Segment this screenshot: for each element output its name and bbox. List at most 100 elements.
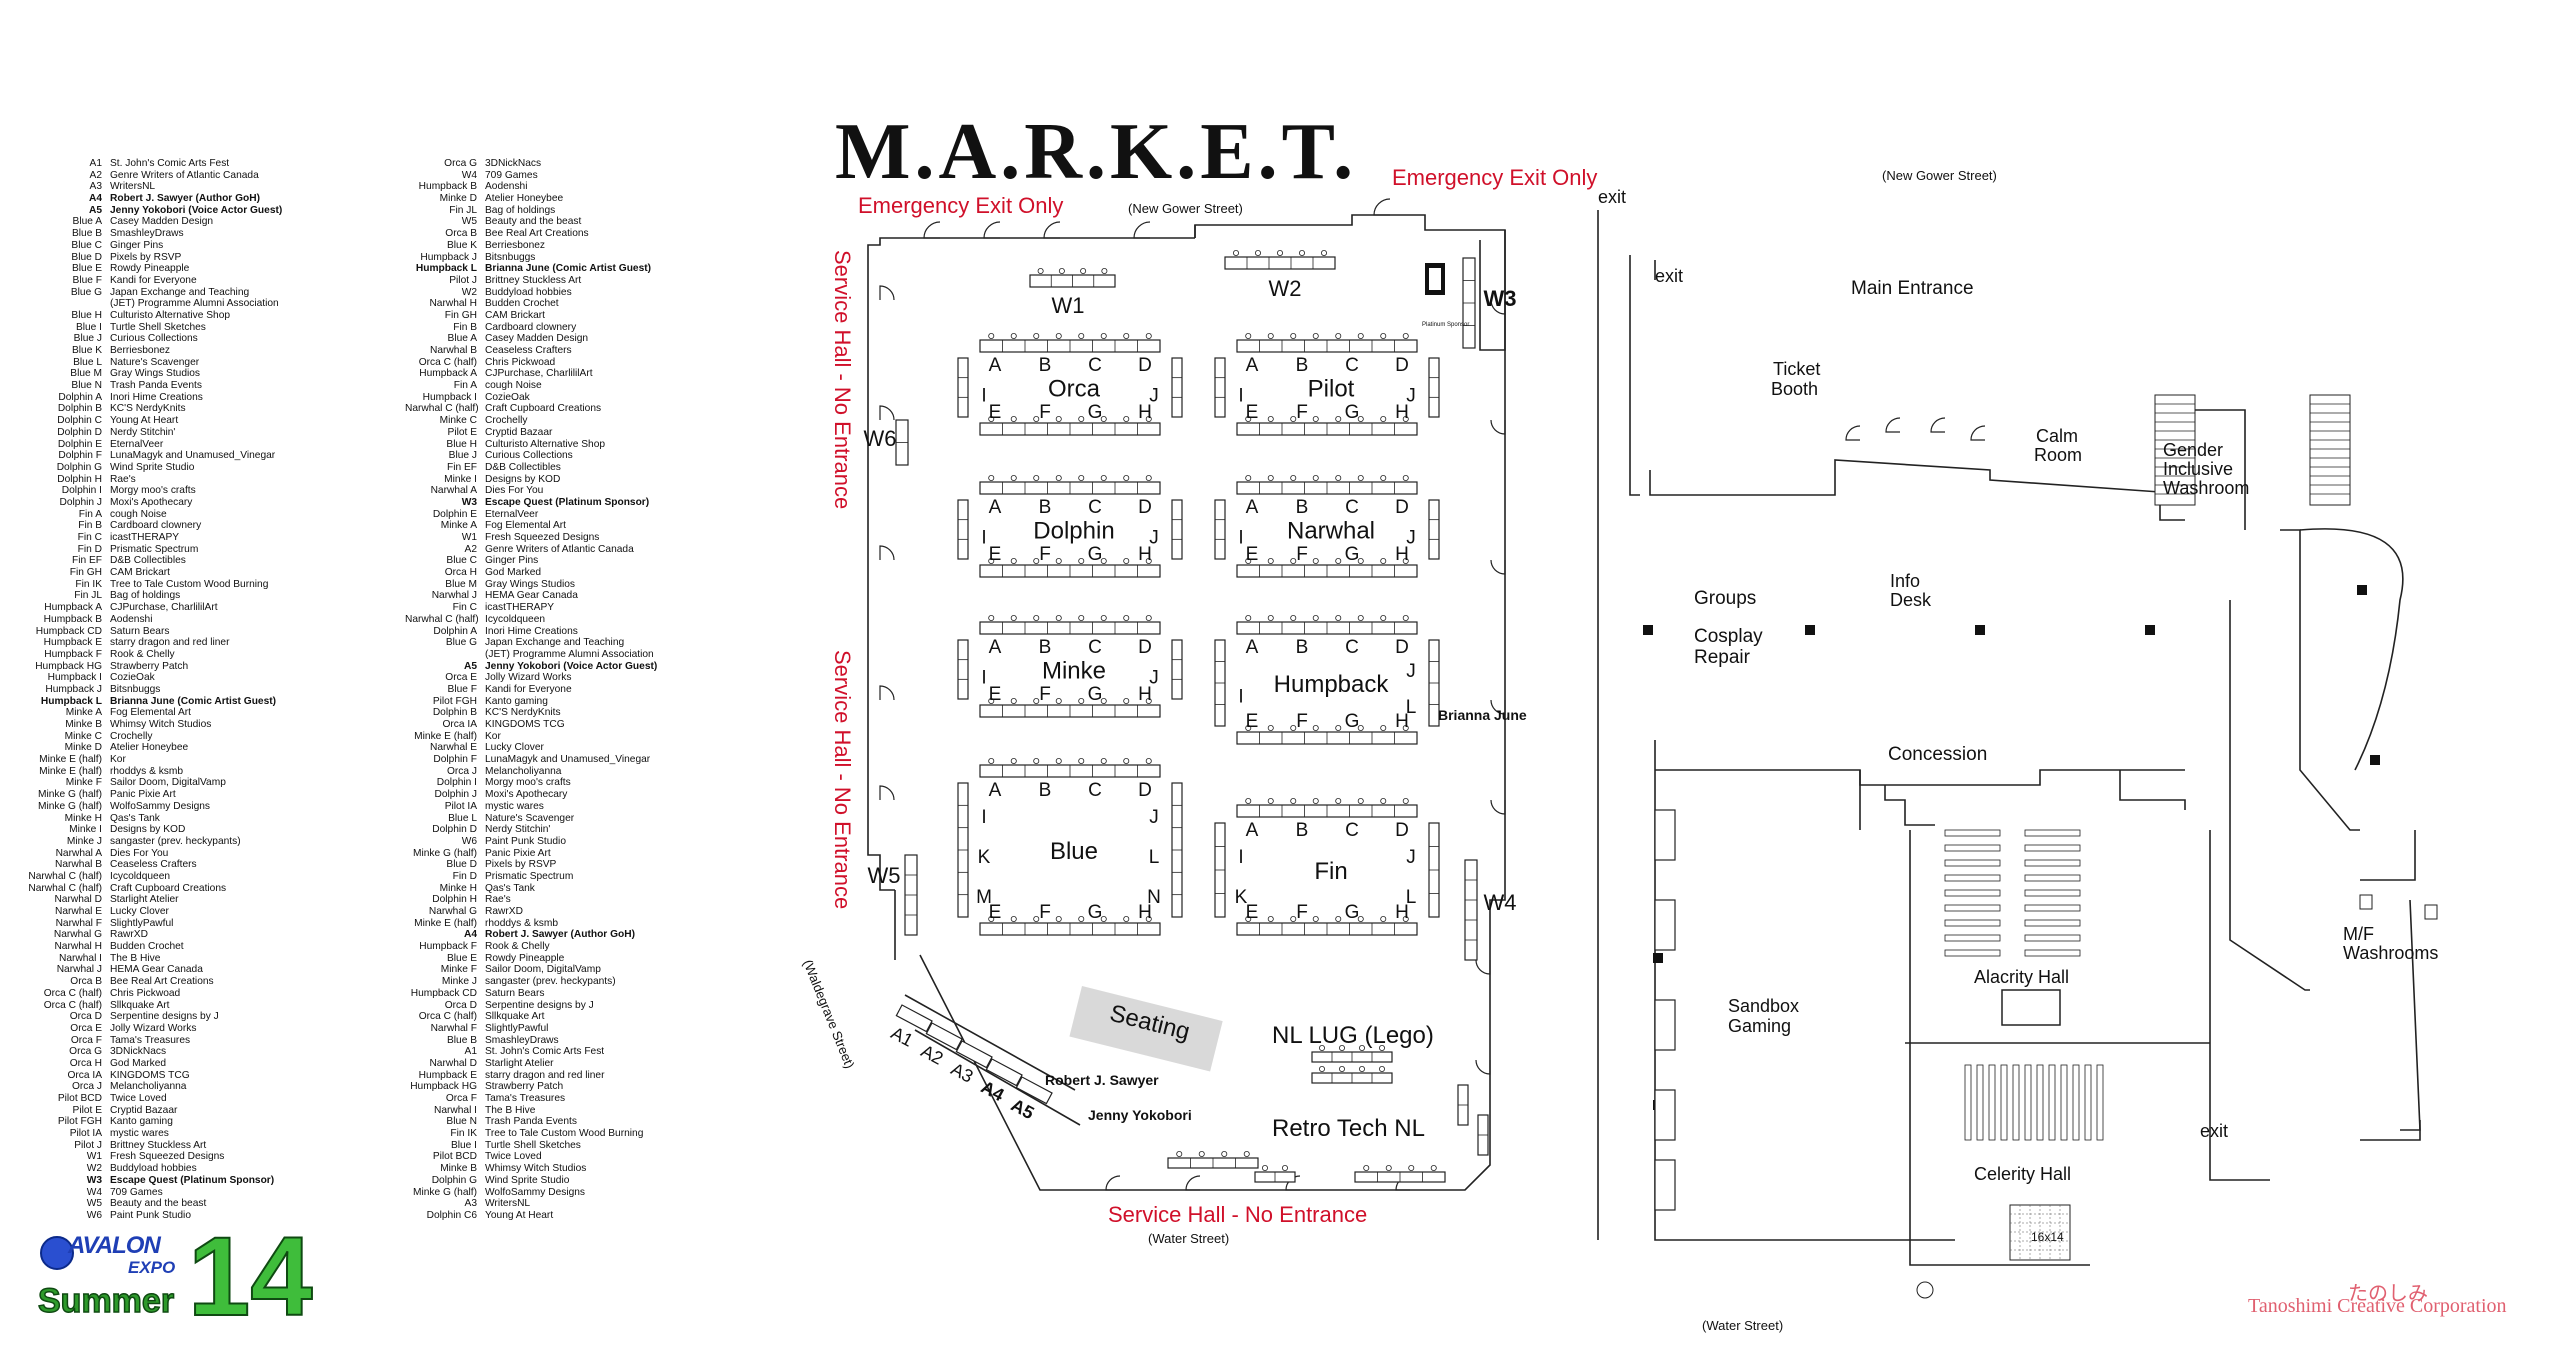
legend-exhibitor-name: Culturisto Alternative Shop bbox=[110, 309, 231, 321]
legend-exhibitor-name: Wind Sprite Studio bbox=[485, 1174, 570, 1186]
legend-booth-code: Dolphin C6 bbox=[426, 1209, 477, 1221]
legend-exhibitor-name: Genre Writers of Atlantic Canada bbox=[485, 543, 634, 555]
legend-exhibitor-name: Rae's bbox=[110, 473, 136, 485]
legend-exhibitor-name: Casey Madden Design bbox=[110, 216, 214, 228]
chair-icon bbox=[1290, 332, 1297, 339]
seat-column bbox=[1964, 1064, 1972, 1141]
pod-table-right bbox=[1428, 357, 1440, 418]
water-street-left: (Water Street) bbox=[1148, 1231, 1229, 1246]
legend-exhibitor-name: Brittney Stuckless Art bbox=[110, 1139, 207, 1151]
legend-exhibitor-name: Bee Real Art Creations bbox=[110, 976, 214, 988]
legend-exhibitor-name: Gray Wings Studios bbox=[485, 578, 576, 590]
wall-label-w1: W1 bbox=[1052, 293, 1085, 318]
legend-exhibitor-name: Pixels by RSVP bbox=[110, 251, 182, 263]
chair-icon bbox=[1359, 1066, 1366, 1073]
legend-exhibitor-name: Inori Hime Creations bbox=[110, 391, 203, 403]
exit-label: exit bbox=[1655, 266, 1683, 286]
legend-exhibitor-name: Craft Cupboard Creations bbox=[110, 882, 227, 894]
legend-exhibitor-name: Dies For You bbox=[110, 847, 169, 859]
booth-letter: A bbox=[1246, 355, 1259, 376]
booth-letter: L bbox=[1149, 847, 1160, 868]
legend-exhibitor-name: Twice Loved bbox=[485, 1151, 542, 1163]
legend-booth-code: Dolphin I bbox=[61, 485, 102, 497]
booth-letter: H bbox=[1138, 402, 1152, 423]
legend-row: Minke E (half)Kor bbox=[405, 731, 657, 743]
chair-icon bbox=[1100, 558, 1107, 565]
chair-icon bbox=[1339, 1066, 1346, 1073]
legend-exhibitor-name: Young At Heart bbox=[485, 1209, 554, 1221]
building-wall bbox=[1884, 785, 1935, 826]
seat-column bbox=[2024, 1064, 2032, 1141]
legend-booth-code: W5 bbox=[461, 216, 477, 228]
legend-exhibitor-name: Rae's bbox=[485, 894, 511, 906]
chair-icon bbox=[1145, 758, 1152, 765]
booth-letter: J bbox=[1149, 668, 1159, 689]
seat-row bbox=[1944, 859, 2001, 867]
legend-booth-code: A5 bbox=[463, 660, 477, 672]
legend-booth-code: Dolphin F bbox=[433, 754, 477, 766]
column-icon bbox=[2357, 585, 2367, 595]
legend-exhibitor-name: Atelier Honeybee bbox=[110, 742, 189, 754]
legend-exhibitor-name: WolfoSammy Designs bbox=[485, 1186, 586, 1198]
pod-table-right bbox=[1171, 357, 1183, 418]
legend-exhibitor-name: KINGDOMS TCG bbox=[485, 719, 565, 730]
chair-icon bbox=[1145, 558, 1152, 565]
booth-letter: C bbox=[1345, 637, 1359, 658]
legend-exhibitor-name: icastTHERAPY bbox=[110, 532, 180, 543]
legend-row: Minke G (half)Panic Pixie Art bbox=[405, 848, 657, 860]
chair-icon bbox=[1335, 798, 1342, 805]
legend-exhibitor-name: Paint Punk Studio bbox=[110, 1209, 191, 1221]
chair-icon bbox=[1055, 558, 1062, 565]
door bbox=[1133, 221, 1151, 239]
legend-exhibitor-name: Bitsnbuggs bbox=[485, 251, 536, 263]
legend-booth-code: Minke H bbox=[439, 882, 477, 894]
door bbox=[1490, 699, 1506, 715]
legend-exhibitor-name: Rook & Chelly bbox=[485, 941, 550, 953]
legend-booth-code: Humpback B bbox=[43, 613, 102, 625]
chair-icon bbox=[1033, 698, 1040, 705]
legend-exhibitor-name: Designs by KOD bbox=[485, 473, 561, 485]
door bbox=[1475, 1059, 1491, 1075]
chair-icon bbox=[1379, 1066, 1386, 1073]
sponsor-logo-inner bbox=[1429, 268, 1441, 290]
chair-icon bbox=[988, 615, 995, 622]
booth-letter: D bbox=[1138, 780, 1152, 801]
legend-booth-code: Minke F bbox=[65, 777, 102, 789]
booth-letter: D bbox=[1138, 497, 1152, 518]
legend-booth-code: W1 bbox=[86, 1151, 102, 1163]
booth-letter: E bbox=[989, 902, 1002, 923]
chair-icon bbox=[1010, 615, 1017, 622]
legend-booth-code: Narwhal D bbox=[54, 894, 102, 906]
legend-booth-code: W3 bbox=[461, 496, 477, 508]
legend-booth-code: A1 bbox=[464, 1046, 477, 1058]
gender-washroom-label: Gender bbox=[2163, 440, 2223, 460]
legend-exhibitor-name: EternalVeer bbox=[110, 438, 164, 450]
legend-exhibitor-name: Bag of holdings bbox=[110, 590, 181, 602]
chair-icon bbox=[1080, 267, 1087, 274]
legend-exhibitor-name: CJPurchase, CharlililArt bbox=[110, 602, 218, 614]
legend-booth-code: Dolphin B bbox=[57, 403, 102, 415]
legend-exhibitor-name: Sailor Doom, DigitalVamp bbox=[485, 964, 601, 976]
pod-name-label: Narwhal bbox=[1287, 518, 1375, 545]
legend-exhibitor-name: Atelier Honeybee bbox=[485, 193, 564, 205]
groups-label: Groups bbox=[1694, 588, 1756, 609]
legend-exhibitor-name: Bag of holdings bbox=[485, 204, 556, 216]
legend-booth-code: Minke E (half) bbox=[414, 917, 477, 929]
chair-icon bbox=[1380, 415, 1387, 422]
